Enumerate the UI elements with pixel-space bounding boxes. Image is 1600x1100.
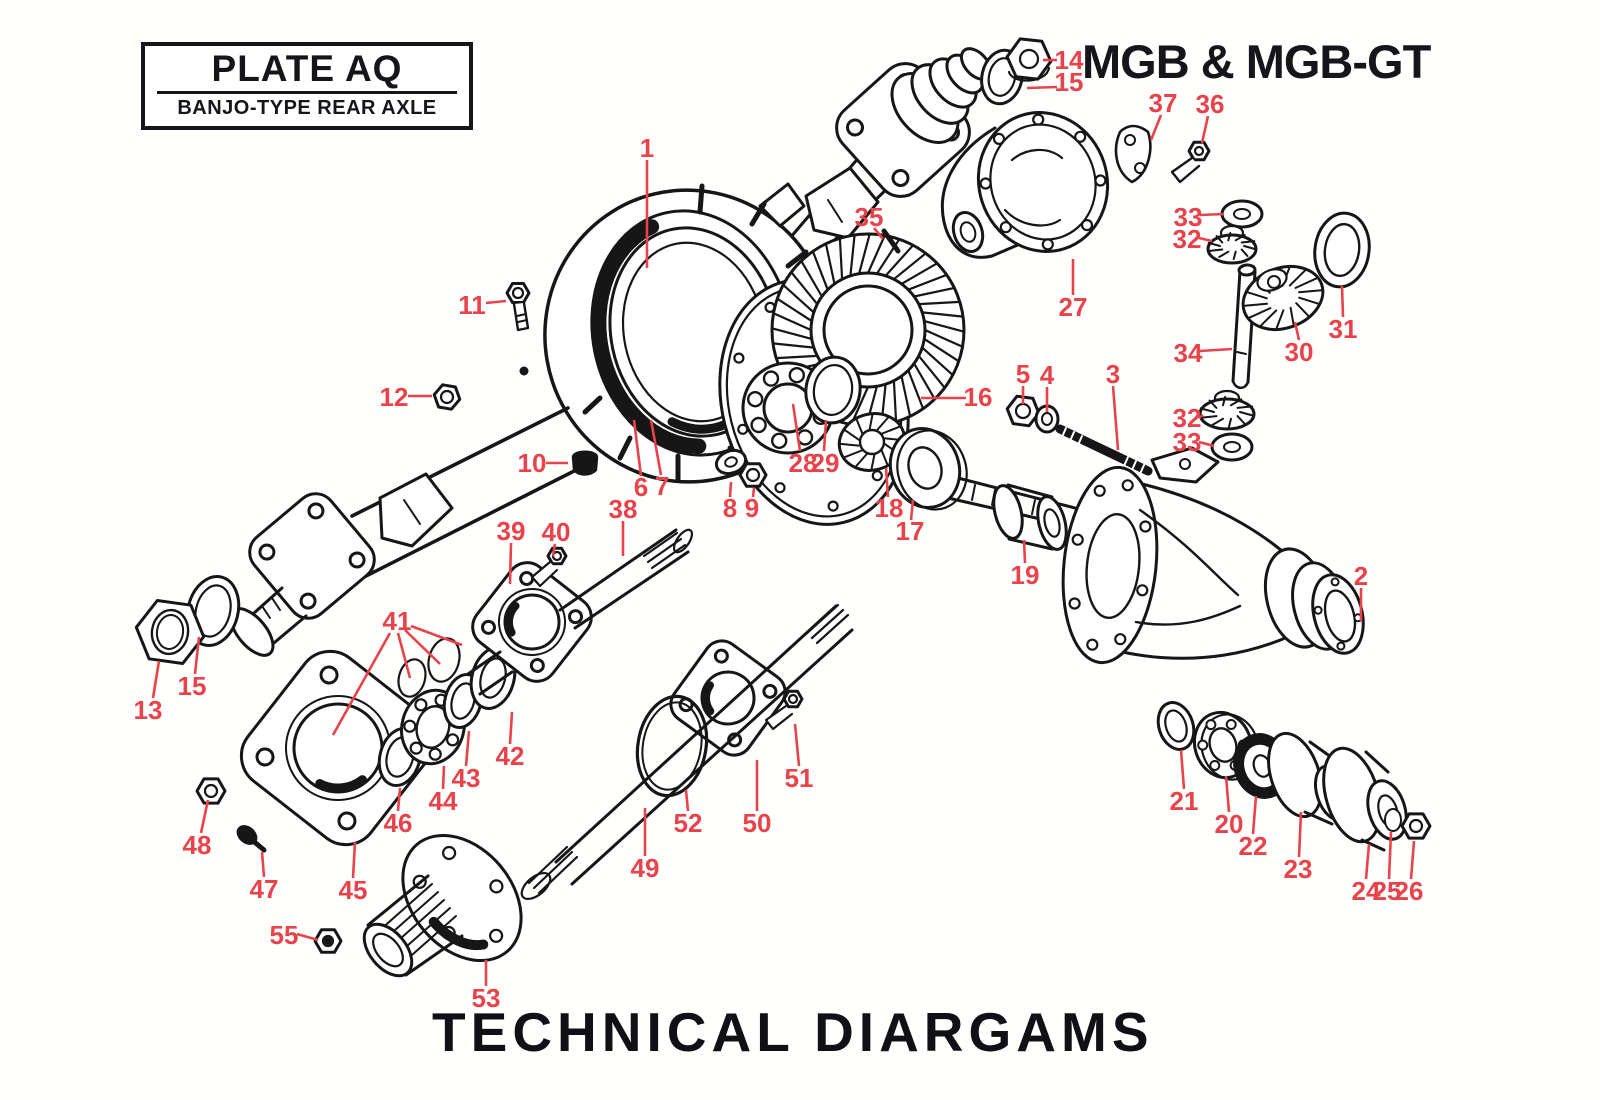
model-title: MGB & MGB-GT [1082,35,1431,88]
plate-subtitle: BANJO-TYPE REAR AXLE [177,97,437,119]
rear-cover [1061,446,1365,665]
housing-fasteners [432,228,901,488]
differential-gear-set [1198,199,1371,462]
axle-tube-right [788,47,993,268]
wheel-hub [362,833,523,978]
differential-carrier [940,111,1211,259]
plate-title: PLATE AQ [211,48,403,89]
halfshaft-lower [520,603,854,901]
pinion-assembly [837,412,1077,551]
hub-nut-and-lockwasher-right [980,37,1053,106]
hub-nut-and-lockwasher-left [134,575,241,665]
pinion-tail-parts [1156,701,1432,852]
carrier-stud-set [1005,394,1153,476]
page-caption: TECHNICAL DIARGAMS [432,1001,1154,1063]
plate-title-box: PLATE AQ BANJO-TYPE REAR AXLE [141,42,473,130]
halfshaft-upper [466,528,694,696]
plate-title-rule [157,91,457,94]
